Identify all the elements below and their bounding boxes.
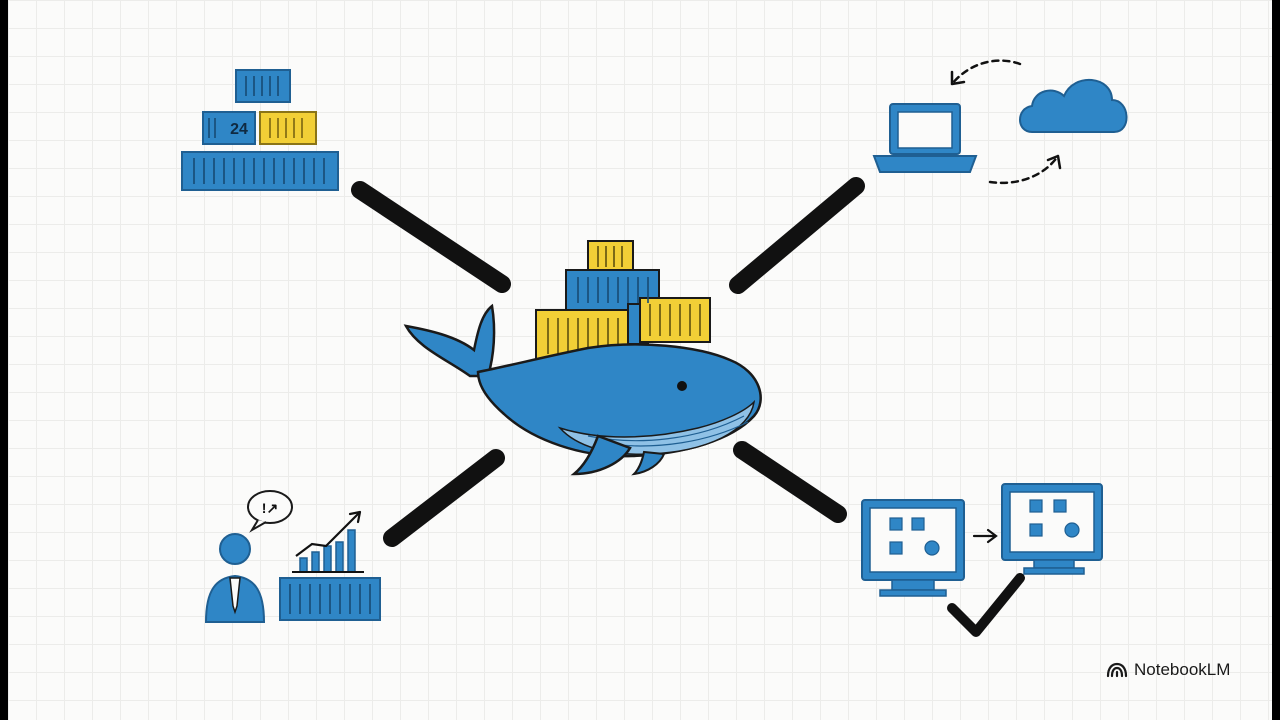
checkmark-icon	[947, 573, 1025, 637]
connector-top-right	[729, 177, 865, 294]
brand-name: NotebookLM	[1134, 660, 1231, 679]
monitor-target-icon	[1001, 483, 1103, 575]
sync-arrows-icon	[950, 59, 1060, 185]
business-person-growth-chart-icon: !↗	[204, 490, 381, 623]
migration-arrow-icon	[972, 528, 998, 544]
person-icon	[204, 533, 266, 623]
notebooklm-logo-icon	[1106, 662, 1128, 678]
whale-with-containers-icon	[403, 240, 762, 476]
container-number-label: 24	[230, 121, 248, 138]
monitor-source-icon	[861, 499, 965, 597]
connector-bottom-right	[733, 441, 847, 523]
diagram-scene: 24	[181, 59, 1128, 637]
diagram-canvas: 24	[8, 0, 1272, 720]
cloud-icon	[1019, 79, 1128, 133]
laptop-icon	[872, 103, 978, 173]
laptop-cloud-sync-icon	[872, 59, 1128, 185]
connector-bottom-left	[383, 449, 505, 547]
growth-chart-icon	[279, 510, 381, 621]
speech-bubble-icon: !↗	[247, 490, 293, 533]
notebooklm-brand: NotebookLM	[1106, 660, 1230, 680]
speech-bubble-label: !↗	[262, 500, 278, 516]
monitor-migration-check-icon	[861, 483, 1103, 637]
connector-top-left	[351, 181, 511, 293]
stacked-containers-icon: 24	[181, 69, 339, 191]
